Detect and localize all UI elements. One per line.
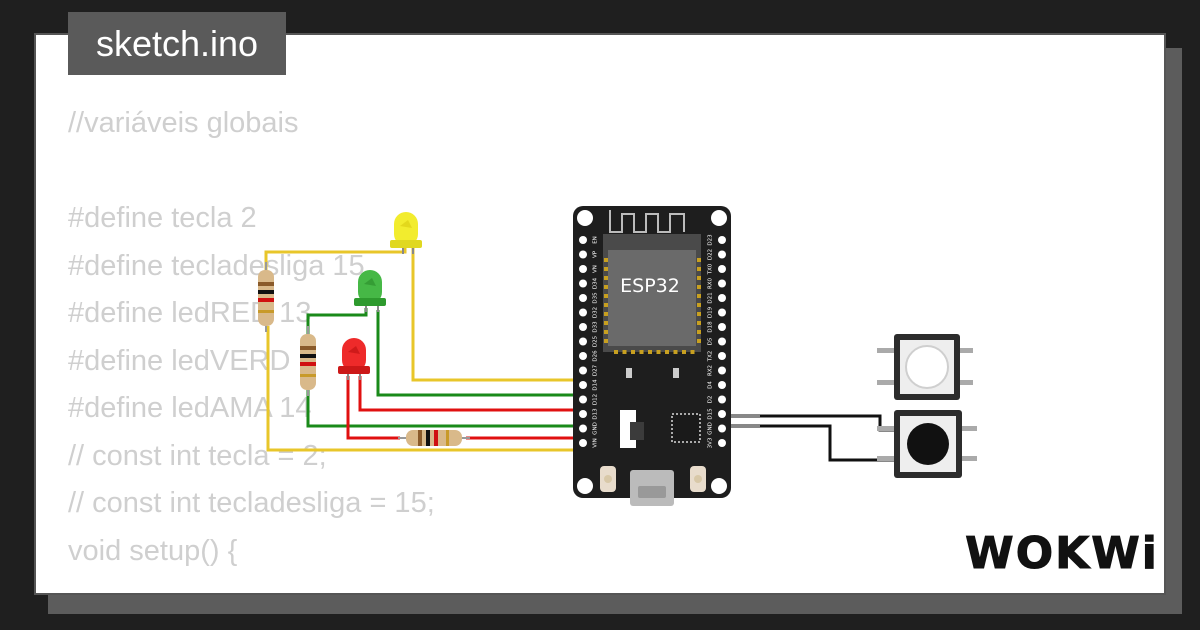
board-pin[interactable] <box>579 250 587 259</box>
code-line: void setup() { <box>68 534 238 567</box>
board-pin-label: RX2 <box>708 365 714 376</box>
esp32-board[interactable]: ESP32 ENVPVND34D35D32D33D25D26D27D14D12D… <box>573 206 731 506</box>
code-line: //variáveis globais <box>68 107 299 139</box>
board-pin[interactable] <box>579 366 587 375</box>
wire-green-gnd <box>306 390 583 428</box>
board-pin-label: D18 <box>708 321 714 333</box>
resistor-2[interactable] <box>300 326 316 396</box>
board-pin[interactable] <box>718 410 726 418</box>
board-pin[interactable] <box>579 337 587 346</box>
board-pin-label: D33 <box>593 321 599 333</box>
board-pin-label: VP <box>593 250 599 258</box>
board-pin-label: GND <box>708 422 714 435</box>
board-pin[interactable] <box>718 294 726 302</box>
code-line: // const int tecladesliga = 15; <box>68 487 435 519</box>
file-title-tab[interactable]: sketch.ino <box>68 12 286 75</box>
board-pin-label: D34 <box>593 277 599 289</box>
wire-yellow-led <box>411 248 583 382</box>
board-pin[interactable] <box>579 439 587 447</box>
board-pin-label: D12 <box>593 394 599 405</box>
board-pin[interactable] <box>718 236 726 244</box>
board-pin[interactable] <box>718 279 726 288</box>
board-pin-label: D14 <box>593 379 599 391</box>
board-pin[interactable] <box>579 236 587 244</box>
wire-green-res <box>306 308 368 338</box>
board-pin[interactable] <box>718 250 726 259</box>
wire-red-res <box>346 376 400 440</box>
led-green[interactable] <box>354 270 386 312</box>
board-pin[interactable] <box>718 424 726 433</box>
led-yellow[interactable] <box>390 212 422 254</box>
board-pin-label: D19 <box>708 306 714 318</box>
code-line: #define ledVERD 2 <box>68 344 315 377</box>
board-pin[interactable] <box>718 323 726 331</box>
board-pin[interactable] <box>579 308 587 317</box>
wokwi-logo: WOKWi <box>965 528 1159 579</box>
wire-red-led <box>358 376 583 412</box>
board-pin-label: EN <box>593 236 599 244</box>
board-pin-label: D27 <box>593 364 599 376</box>
board-pin[interactable] <box>718 395 726 404</box>
board-label: ESP32 <box>620 275 680 297</box>
board-pin-label: 3V3 <box>708 437 714 448</box>
code-preview: //variáveis globais #define tecla 2 #defin… <box>68 100 435 575</box>
board-pin[interactable] <box>718 439 726 447</box>
pushbutton-black[interactable] <box>877 410 977 478</box>
board-pin-label: D22 <box>708 249 714 260</box>
board-pin-label: D5 <box>708 337 714 345</box>
code-line: #define ledAMA 14 <box>68 392 312 424</box>
board-pin[interactable] <box>579 279 587 288</box>
board-pin-label: D23 <box>708 234 714 246</box>
board-pin[interactable] <box>718 265 726 273</box>
wire-black-2 <box>722 424 905 462</box>
code-line: #define tecladesliga 15 <box>68 249 365 282</box>
board-pin[interactable] <box>579 395 587 404</box>
board-pin-label: D2 <box>708 396 714 404</box>
board-pin[interactable] <box>718 381 726 389</box>
resistor-3[interactable] <box>398 430 470 446</box>
board-pin-label: RX0 <box>708 277 714 289</box>
code-line: #define tecla 2 <box>68 202 257 234</box>
board-pin[interactable] <box>579 294 587 302</box>
board-pin[interactable] <box>579 410 587 418</box>
code-line: // const int tecla = 2; <box>68 439 327 472</box>
pushbutton-white[interactable] <box>877 334 973 400</box>
board-pin[interactable] <box>579 323 587 331</box>
board-pin[interactable] <box>579 265 587 273</box>
board-pin-label: D13 <box>593 408 599 420</box>
board-pin[interactable] <box>718 308 726 317</box>
board-pin-label: VIN <box>593 438 599 448</box>
led-red[interactable] <box>338 338 370 380</box>
wire-yellow-top <box>264 246 407 272</box>
board-pin[interactable] <box>579 424 587 433</box>
board-pin-label: D25 <box>593 335 599 347</box>
wire-green-led <box>376 310 583 397</box>
board-pin[interactable] <box>579 381 587 389</box>
board-pin-label: D32 <box>593 307 599 318</box>
code-line: #define ledRED 13 <box>68 297 312 329</box>
board-pin-label: TX0 <box>708 263 714 275</box>
board-pin[interactable] <box>718 352 726 360</box>
board-pin-label: GND <box>593 422 599 435</box>
resistor-1[interactable] <box>258 262 274 332</box>
board-pin-label: VN <box>593 265 599 273</box>
board-pin[interactable] <box>579 352 587 360</box>
board-pin[interactable] <box>718 337 726 346</box>
board-pin-label: D21 <box>708 292 714 303</box>
board-pin[interactable] <box>718 366 726 375</box>
board-pin-label: D35 <box>593 292 599 304</box>
board-pin-label: D4 <box>708 381 714 389</box>
board-pin-label: TX2 <box>708 351 714 363</box>
board-pin-label: D26 <box>593 350 599 362</box>
board-pin-label: D15 <box>708 408 714 420</box>
